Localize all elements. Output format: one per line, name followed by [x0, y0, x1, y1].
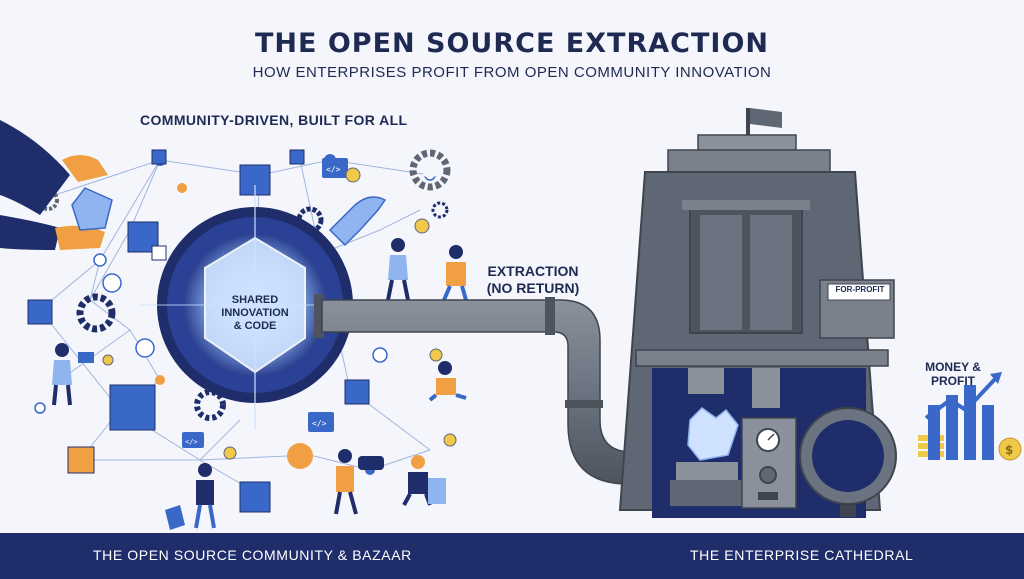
extraction-label-line: EXTRACTION	[487, 263, 579, 279]
core-label: SHARED INNOVATION & CODE	[207, 294, 303, 333]
code-cubes	[27, 149, 370, 513]
reaching-hand	[328, 196, 387, 247]
page-subtitle: HOW ENTERPRISES PROFIT FROM OPEN COMMUNI…	[252, 64, 772, 81]
enterprise-cathedral	[618, 108, 897, 518]
svg-text:</>: </>	[185, 438, 198, 446]
svg-text:</>: </>	[326, 165, 341, 174]
footer-cathedral-caption: THE ENTERPRISE CATHEDRAL	[690, 547, 914, 563]
profit-chart-icon: $	[918, 372, 1022, 461]
core-label-line: SHARED	[231, 294, 279, 306]
community-label: COMMUNITY-DRIVEN, BUILT FOR ALL	[140, 112, 408, 128]
chat-bubble-icons	[102, 273, 384, 470]
code-window-icons: </> </> </>	[182, 158, 348, 448]
svg-text:$: $	[1005, 443, 1013, 457]
lightbulb-icons	[102, 167, 457, 460]
extraction-label-line: (NO RETURN)	[486, 280, 580, 296]
footer-community-caption: THE OPEN SOURCE COMMUNITY & BAZAAR	[93, 547, 412, 563]
community-people	[52, 238, 468, 530]
money-profit-label: MONEY & PROFIT	[908, 360, 998, 388]
shared-innovation-core	[140, 185, 370, 430]
money-label-line: MONEY &	[925, 360, 981, 374]
money-label-line: PROFIT	[931, 374, 975, 388]
for-profit-sign: FOR-PROFIT	[835, 285, 885, 294]
core-label-line: INNOVATION	[221, 307, 289, 319]
footer-banner	[0, 533, 1024, 579]
extraction-label: EXTRACTION (NO RETURN)	[478, 263, 588, 297]
svg-text:</>: </>	[312, 419, 327, 428]
hands-holding-crystal	[0, 120, 113, 250]
page-title: THE OPEN SOURCE EXTRACTION	[254, 28, 769, 59]
core-label-line: & CODE	[233, 320, 277, 332]
